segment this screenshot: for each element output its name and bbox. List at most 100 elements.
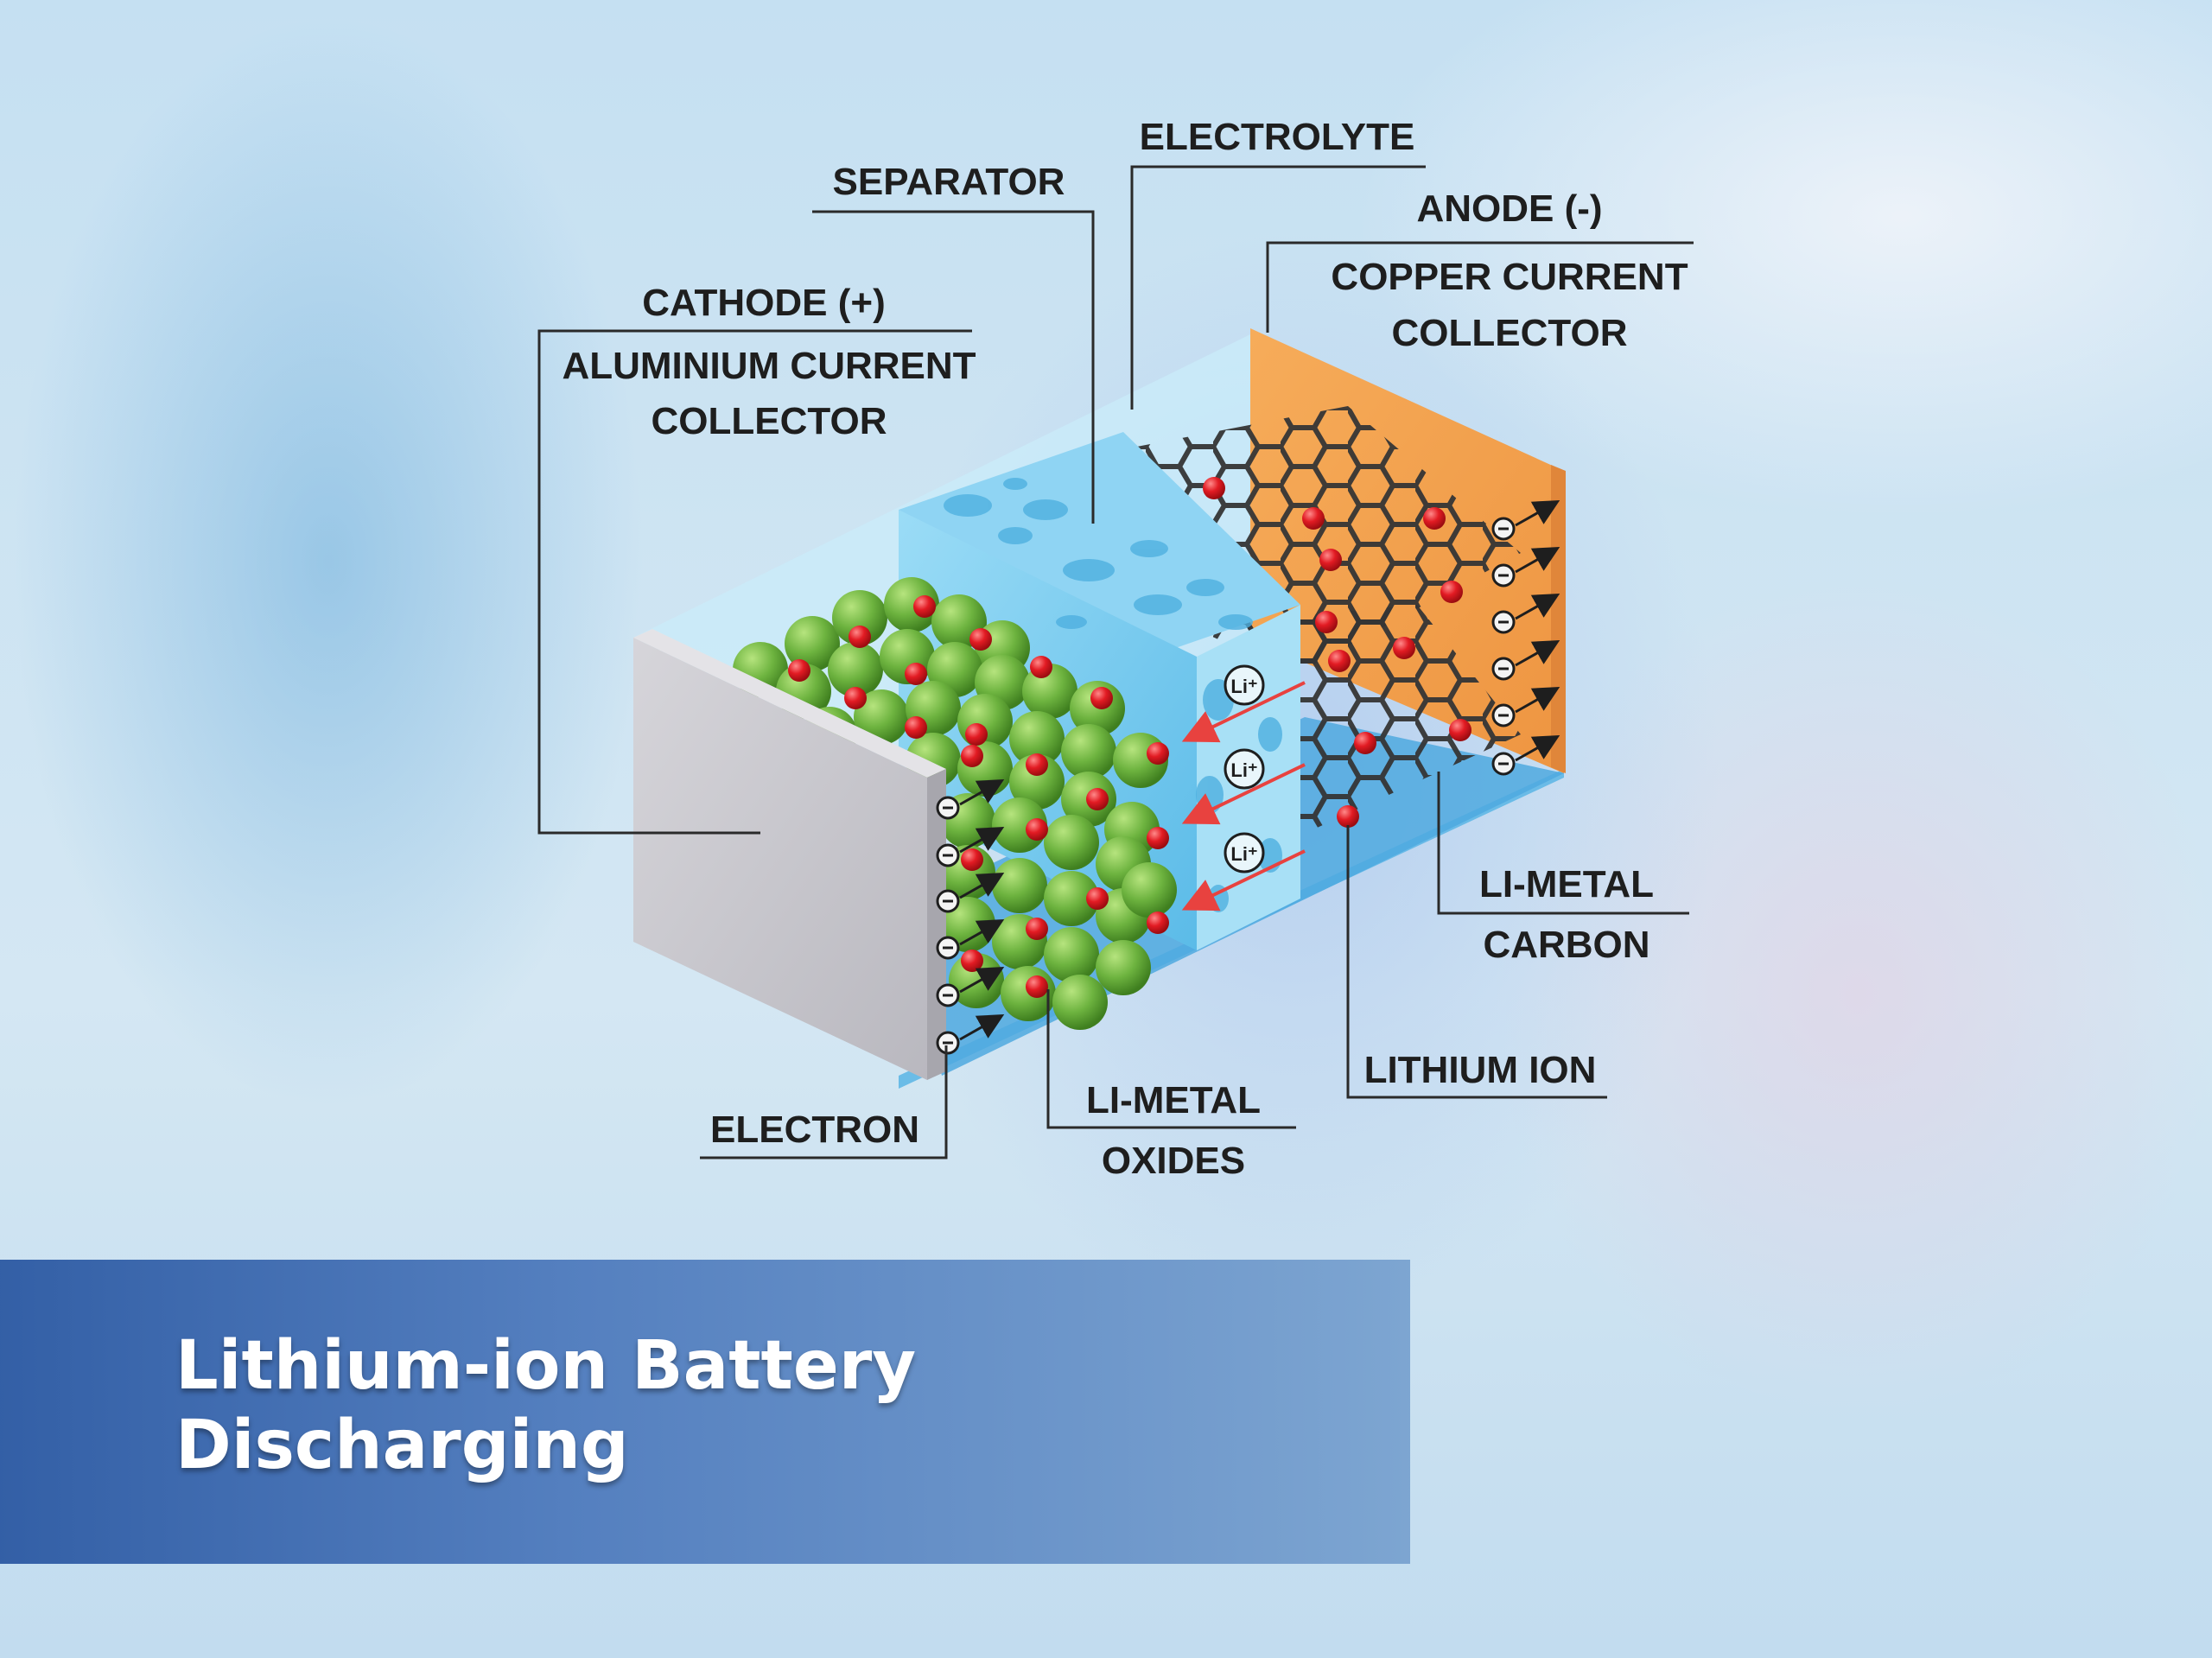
li-metal-oxide-sphere (1122, 862, 1177, 918)
separator-leader (812, 210, 1095, 524)
lithium-atom (1354, 732, 1376, 754)
lithium-atom (1423, 507, 1446, 530)
li-metal-carbon-label-line2: CARBON (1483, 924, 1649, 966)
li-metal-oxide-sphere (884, 577, 939, 632)
li-metal-oxide-sphere (1061, 724, 1116, 779)
lithium-ion-label: LITHIUM ION (1364, 1049, 1597, 1091)
svg-text:Li⁺: Li⁺ (1230, 843, 1257, 865)
li-metal-oxides-leader (1046, 989, 1296, 1129)
li-metal-oxide-sphere (1052, 975, 1108, 1030)
li-metal-oxide-sphere (785, 616, 840, 671)
title-banner (0, 1260, 1410, 1564)
svg-text:Li⁺: Li⁺ (1230, 759, 1257, 781)
anode-electrons (1491, 500, 1560, 776)
aluminium-collector-label-line2: COLLECTOR (652, 400, 887, 442)
title-line-2: Discharging (175, 1407, 629, 1484)
lithium-atom (1449, 719, 1471, 741)
title-line-1: Lithium-ion Battery (175, 1327, 917, 1405)
lithium-atom (1030, 656, 1052, 678)
lithium-atom (1203, 477, 1225, 499)
anode-lithium-atoms (1203, 477, 1471, 828)
lithium-atom (961, 745, 983, 767)
cathode-label: CATHODE (+) (642, 282, 886, 324)
li-plus-badge: Li⁺ (1224, 664, 1265, 706)
li-metal-oxides-label-line2: OXIDES (1102, 1140, 1245, 1182)
lithium-atom (961, 950, 983, 972)
electron-arrow (1515, 735, 1560, 762)
lithium-atom (1337, 805, 1359, 828)
lithium-atom (1440, 581, 1463, 603)
lithium-atom (905, 716, 927, 739)
lithium-atom (965, 723, 988, 746)
copper-collector-edge (1551, 465, 1566, 773)
anode-label: ANODE (-) (1416, 187, 1602, 230)
li-plus-badge: Li⁺ (1224, 832, 1265, 873)
li-metal-oxide-sphere (1009, 711, 1065, 766)
battery-cell: Li⁺ Li⁺ Li⁺ (633, 328, 1566, 1089)
li-metal-oxide-sphere (1096, 940, 1151, 995)
electron-arrow (1515, 640, 1560, 667)
aluminium-current-collector (633, 638, 927, 1080)
lithium-ion-badges: Li⁺ Li⁺ Li⁺ (1224, 664, 1265, 873)
lithium-atom (788, 659, 810, 682)
lithium-atom (1026, 753, 1048, 776)
electrolyte-leader (1130, 165, 1426, 410)
copper-collector-label-line1: COPPER CURRENT (1331, 256, 1688, 298)
copper-collector-label-line2: COLLECTOR (1392, 312, 1628, 354)
electron-arrow (1515, 687, 1560, 714)
lithium-atom (969, 628, 992, 651)
li-metal-oxide-sphere (854, 689, 909, 745)
electron-arrow (959, 967, 1005, 994)
electron-arrow (959, 1014, 1005, 1041)
electron-arrow (959, 873, 1005, 899)
li-metal-carbon-label-line1: LI-METAL (1479, 863, 1654, 905)
lithium-atom (1315, 611, 1338, 633)
electron-leader (700, 1045, 948, 1159)
li-metal-oxide-sphere (1044, 927, 1099, 982)
leader-lines (537, 165, 1694, 1159)
electron-arrow (1515, 594, 1560, 620)
labels: ELECTROLYTE SEPARATOR ANODE (-) COPPER C… (562, 116, 1688, 1182)
lithium-atom (1393, 637, 1415, 659)
lithium-atom (905, 663, 927, 685)
lithium-ion-leader (1346, 825, 1607, 1099)
lithium-atom (1086, 788, 1109, 810)
lithium-atom (1147, 912, 1169, 934)
electrolyte-label: ELECTROLYTE (1140, 116, 1415, 158)
lithium-atom (913, 595, 936, 618)
li-metal-oxide-spheres (733, 577, 1177, 1030)
li-metal-oxide-sphere (1009, 754, 1065, 810)
li-metal-oxide-sphere (832, 590, 887, 645)
aluminium-collector-label-line1: ALUMINIUM CURRENT (562, 345, 976, 387)
lithium-atom (1147, 742, 1169, 765)
lithium-atom (1302, 507, 1325, 530)
electron-arrow (1515, 547, 1560, 574)
electron-arrow (959, 827, 1005, 854)
electron-label: ELECTRON (710, 1109, 919, 1151)
lithium-atom (1319, 549, 1342, 571)
svg-text:Li⁺: Li⁺ (1230, 676, 1257, 697)
li-metal-carbon-leader (1437, 772, 1689, 915)
lithium-atom (1026, 918, 1048, 940)
electron-arrow (1515, 500, 1560, 527)
li-metal-oxide-sphere (1022, 664, 1077, 719)
separator-top (899, 432, 1300, 683)
electron-arrow (959, 779, 1005, 806)
lithium-atom (1026, 975, 1048, 998)
lithium-atom (849, 626, 871, 648)
lithium-atom (844, 687, 867, 709)
lithium-atom (1090, 687, 1113, 709)
li-plus-badge: Li⁺ (1224, 748, 1265, 790)
page-title: Lithium-ion Battery Discharging (175, 1326, 1299, 1485)
aluminium-collector-top (633, 629, 946, 778)
lithium-atom (1086, 887, 1109, 910)
lithium-atom (1026, 818, 1048, 841)
li-metal-oxides-label-line1: LI-METAL (1086, 1079, 1261, 1121)
cathode-electrons (936, 779, 1005, 1055)
lithium-atom (961, 848, 983, 871)
ion-migration-arrows (1181, 681, 1306, 912)
separator-label: SEPARATOR (833, 161, 1065, 203)
li-metal-oxide-sphere (1044, 871, 1099, 926)
anode-leader (1266, 241, 1694, 333)
